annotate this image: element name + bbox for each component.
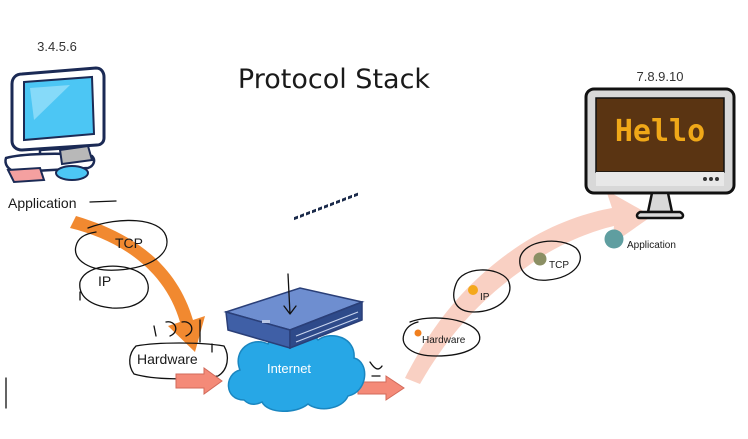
recv-tcp-dot [533, 252, 547, 266]
recv-hardware-scribble [402, 317, 481, 357]
arrow-tick-marks [369, 361, 383, 377]
sender-hardware-label: Hardware [137, 351, 198, 367]
desktop-computer-icon [4, 66, 106, 184]
ip-scribble-circle [79, 265, 149, 309]
hardware-scribble-box [129, 342, 229, 380]
cloud-icon [227, 326, 366, 412]
recv-application-dot [604, 229, 624, 249]
down-stack-arrow [70, 216, 205, 352]
sender-tcp-label: TCP [115, 235, 143, 251]
receiver-ip-label: IP [480, 292, 490, 303]
recv-ip-scribble [453, 269, 511, 313]
page-title: Protocol Stack [238, 64, 431, 95]
recv-tcp-scribble [519, 240, 581, 281]
internet-label: Internet [267, 361, 311, 376]
hello-screen-text: Hello [615, 114, 705, 149]
sender-address: 3.4.5.6 [37, 39, 77, 54]
recv-ip-dot [468, 285, 478, 295]
monitor-icon [584, 87, 736, 220]
network-switch-icon [223, 192, 365, 350]
receiver-hardware-label: Hardware [422, 335, 466, 346]
recv-hardware-dot [414, 329, 422, 337]
switch-pointer-stroke [283, 273, 297, 315]
hardware-ink-marks [153, 319, 213, 353]
sender-application-label: Application [8, 195, 77, 211]
receiver-tcp-label: TCP [549, 260, 569, 271]
sender-ip-label: IP [98, 273, 111, 289]
receiver-address: 7.8.9.10 [637, 69, 684, 84]
application-dash-stroke [89, 200, 117, 203]
receiver-application-label: Application [627, 240, 676, 251]
tcp-scribble-circle [74, 219, 168, 271]
from-internet-arrow [357, 375, 405, 401]
up-stack-arrow [405, 190, 652, 384]
to-internet-arrow [175, 367, 223, 395]
